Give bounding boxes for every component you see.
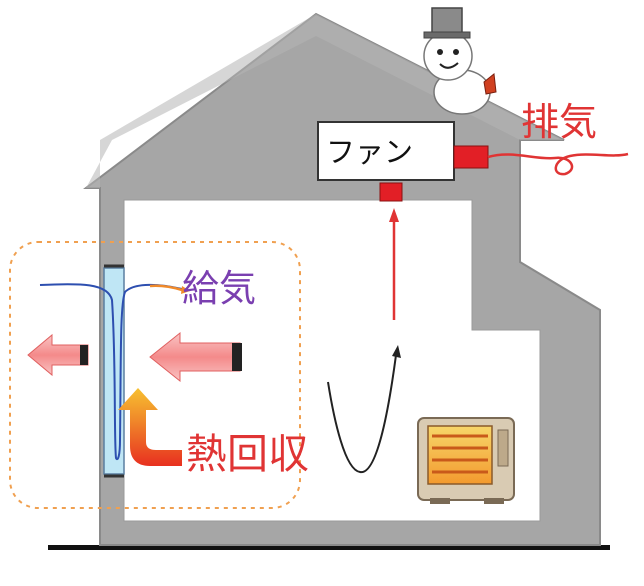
indoor-airflow-arrowhead — [389, 208, 399, 222]
room-airflow-curve — [327, 354, 397, 474]
airflow-arrow-icon — [27, 333, 89, 377]
heat-recovery-zone — [9, 241, 301, 509]
exhaust-duct — [453, 145, 489, 169]
snowman-icon — [423, 7, 497, 115]
supply-arrowhead — [181, 286, 190, 294]
supply-air-label: 給気 — [182, 267, 256, 310]
supply-airflow-tail — [149, 284, 183, 292]
ceiling-vent — [379, 182, 403, 202]
room-airflow-arrowhead — [392, 345, 401, 358]
exhaust-airflow-curve — [487, 152, 629, 176]
supply-airflow-curve — [39, 283, 183, 460]
exhaust-label: 排気 — [521, 100, 598, 144]
airflow-arrow-icon — [149, 331, 242, 383]
ground-line — [48, 545, 610, 550]
fan-box — [317, 121, 455, 181]
heat-recovery-label: 熱回収 — [186, 430, 309, 478]
fan-label: ファン — [326, 135, 414, 169]
heater-icon — [417, 417, 515, 504]
heat-recovery-arrow-icon — [118, 388, 182, 466]
